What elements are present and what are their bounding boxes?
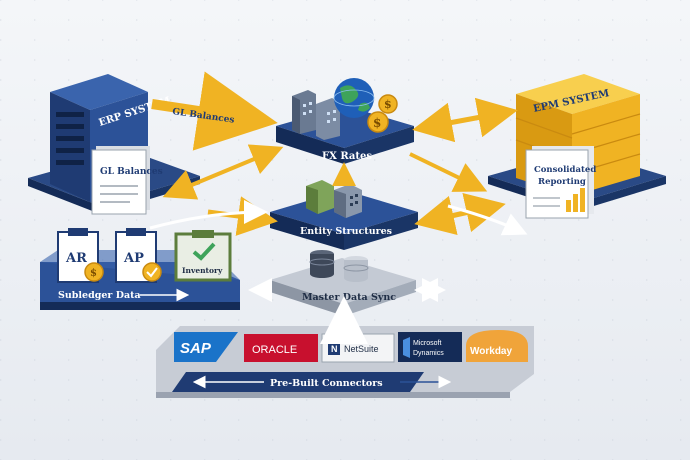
entity-structures-hub: Entity Structures: [270, 162, 418, 250]
entity-blocks-icon: [306, 162, 362, 218]
ar-label: AR: [65, 251, 87, 266]
fx-rates-label: FX Rates: [322, 151, 372, 162]
master-data-sync-hub: Master Data Sync: [270, 250, 416, 316]
svg-text:$: $: [90, 268, 97, 279]
subledger-label: Subledger Data: [58, 290, 141, 301]
ar-document-icon: $: [57, 228, 104, 283]
buildings-icon: [292, 90, 340, 140]
svg-text:$: $: [384, 98, 392, 111]
netsuite-connector[interactable]: N NetSuite: [321, 333, 395, 363]
sap-connector[interactable]: SAP: [174, 332, 238, 362]
ms-label-line2: Dynamics: [413, 350, 444, 357]
inventory-clipboard-icon: [174, 230, 232, 282]
oracle-connector[interactable]: ORACLE: [244, 334, 318, 362]
connectors-panel: SAP ORACLE N NetSuite Microsoft Dynamics…: [156, 326, 534, 398]
entity-structures-label: Entity Structures: [300, 226, 392, 237]
fx-rates-hub: $ $ FX Rates: [276, 78, 414, 164]
database-icon: [309, 250, 369, 282]
master-data-sync-label: Master Data Sync: [302, 292, 396, 303]
svg-text:N: N: [331, 344, 338, 354]
ap-label: AP: [123, 251, 144, 266]
epm-system: EPM SYSTEM Consolidated Reporting: [488, 74, 666, 219]
consolidated-reporting-document-icon: [525, 146, 594, 219]
workday-connector[interactable]: Workday: [466, 330, 528, 362]
epm-doc-label-line2: Reporting: [538, 177, 586, 187]
subledger-panel: $ AR AP Inventory Subledger Data: [40, 228, 240, 310]
globe-icon: [333, 78, 375, 118]
oracle-label: ORACLE: [252, 344, 297, 356]
sap-label: SAP: [180, 340, 212, 357]
ap-document-icon: [115, 228, 162, 283]
ms-label-line1: Microsoft: [413, 340, 441, 347]
workday-label: Workday: [470, 346, 512, 357]
gl-balances-document-icon: [91, 146, 150, 215]
inventory-label: Inventory: [182, 266, 223, 275]
epm-doc-label-line1: Consolidated: [534, 165, 596, 175]
netsuite-label: NetSuite: [344, 344, 379, 354]
svg-text:$: $: [373, 116, 381, 130]
microsoft-dynamics-connector[interactable]: Microsoft Dynamics: [398, 332, 462, 362]
erp-doc-label: GL Balances: [100, 167, 163, 177]
flow-arrows: GL Balances: [149, 71, 528, 344]
dollar-coin-icon: $ $: [367, 94, 398, 133]
connectors-label: Pre-Built Connectors: [270, 378, 383, 389]
